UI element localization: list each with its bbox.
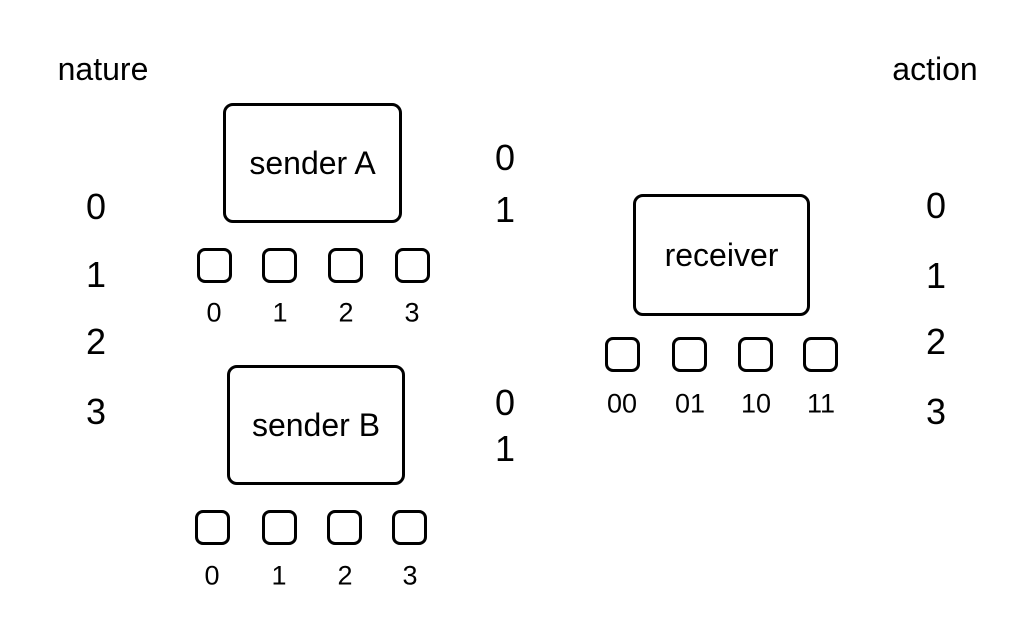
sender-a-signal-1: 1 [494,189,516,230]
sender-b-signal-1: 1 [494,428,516,469]
sender-b-box: sender B [227,365,405,485]
nature-state-2: 2 [85,321,107,362]
sender-a-slot-3 [395,248,430,283]
sender-a-slot-0 [197,248,232,283]
sender-b-label: sender B [251,407,381,443]
receiver-slot-00 [605,337,640,372]
sender-b-slot-label-2: 2 [337,560,353,591]
action-header: action [892,51,978,87]
sender-a-slot-label-2: 2 [338,297,354,328]
action-2: 2 [925,321,947,362]
sender-a-slot-label-1: 1 [272,297,288,328]
sender-a-slot-label-0: 0 [206,297,222,328]
nature-state-3: 3 [85,391,107,432]
receiver-box: receiver [633,194,810,316]
sender-b-slot-label-1: 1 [271,560,287,591]
sender-b-slot-label-0: 0 [204,560,220,591]
action-1: 1 [925,255,947,296]
sender-b-signal-0: 0 [494,382,516,423]
receiver-label: receiver [664,237,779,273]
sender-b-slot-0 [195,510,230,545]
nature-header: nature [57,51,149,87]
sender-b-slot-2 [327,510,362,545]
receiver-slot-label-10: 10 [740,388,772,419]
nature-state-1: 1 [85,254,107,295]
sender-a-label: sender A [249,145,376,181]
sender-b-slot-1 [262,510,297,545]
action-0: 0 [925,185,947,226]
sender-a-box: sender A [223,103,402,223]
receiver-slot-10 [738,337,773,372]
receiver-slot-01 [672,337,707,372]
sender-b-slot-3 [392,510,427,545]
action-3: 3 [925,391,947,432]
receiver-slot-label-01: 01 [674,388,706,419]
nature-state-0: 0 [85,186,107,227]
receiver-slot-11 [803,337,838,372]
sender-a-slot-label-3: 3 [404,297,420,328]
receiver-slot-label-11: 11 [806,388,836,419]
sender-a-slot-2 [328,248,363,283]
sender-a-signal-0: 0 [494,137,516,178]
sender-a-slot-1 [262,248,297,283]
sender-b-slot-label-3: 3 [402,560,418,591]
receiver-slot-label-00: 00 [606,388,638,419]
